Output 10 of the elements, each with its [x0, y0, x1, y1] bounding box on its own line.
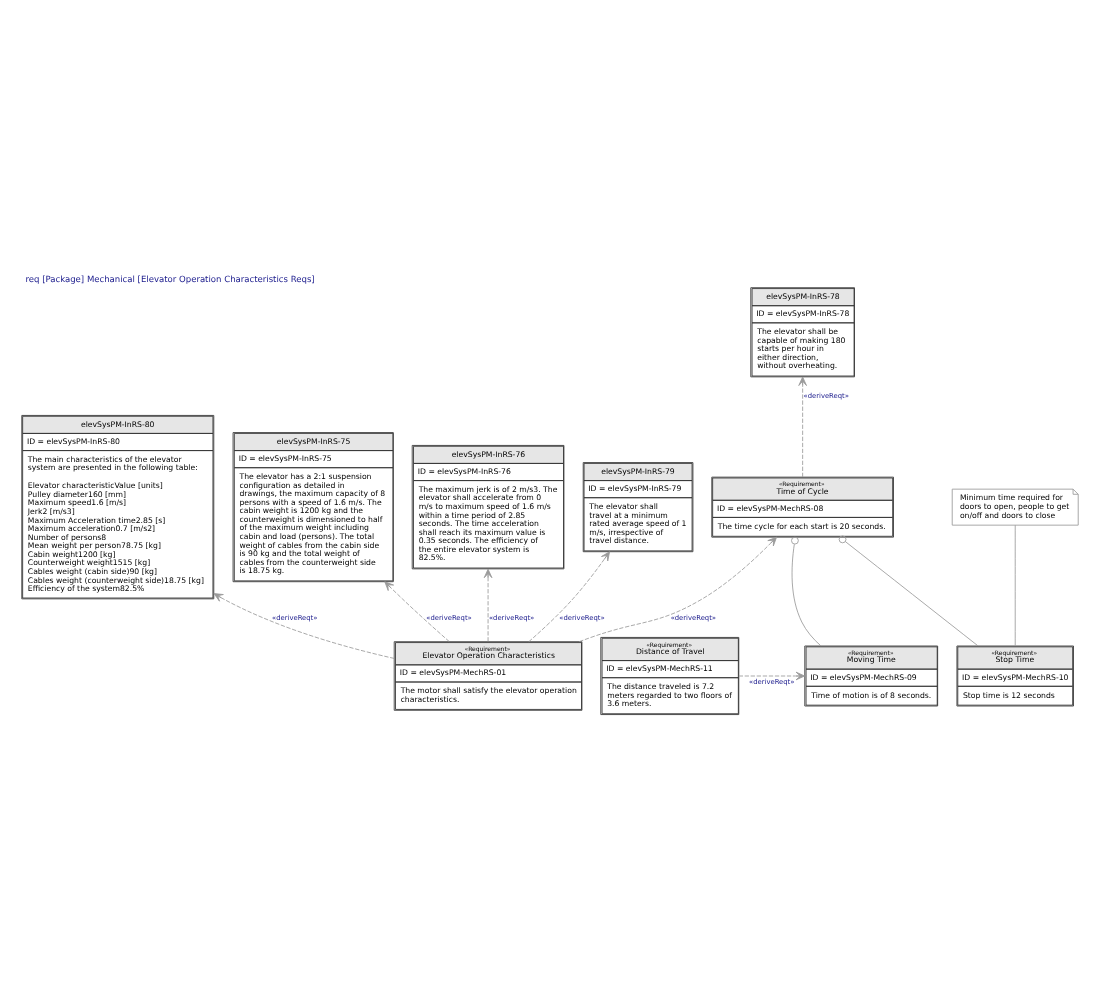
arrow [213, 592, 395, 658]
arrow [528, 550, 610, 642]
connector [791, 535, 822, 646]
connector [1014, 523, 1016, 646]
connector [838, 534, 979, 646]
arrow [384, 580, 450, 641]
arrow [483, 567, 493, 641]
arrow [578, 535, 777, 642]
arrow [798, 375, 807, 477]
arrow [738, 670, 806, 680]
